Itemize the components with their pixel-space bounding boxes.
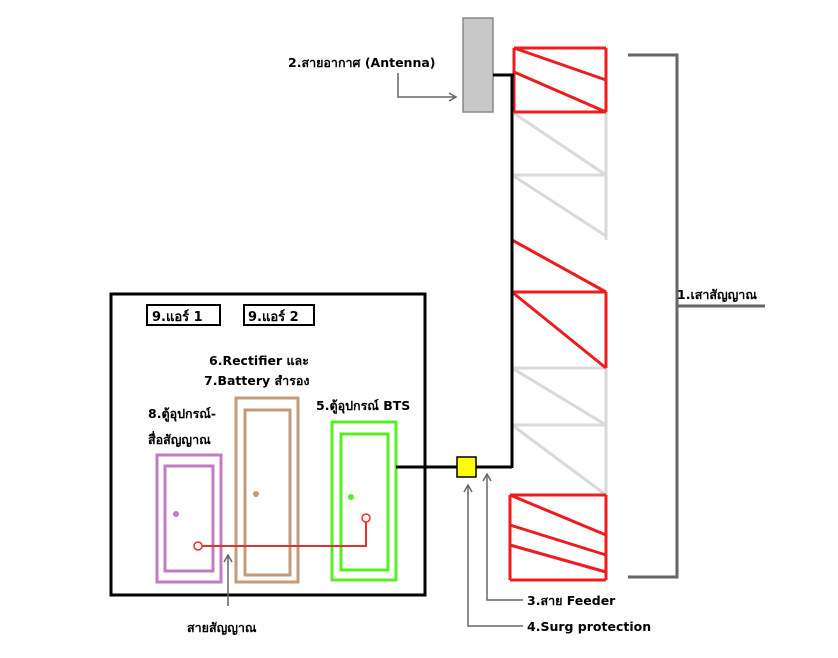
bts-label: 5.ตู้อุปกรณ์ BTS (316, 398, 410, 414)
surge-protector (456, 456, 477, 478)
bts-handle (348, 494, 354, 500)
aircon-1-label: 9.แอร์ 1 (152, 309, 203, 325)
bts-cabinet (330, 420, 398, 582)
rectifier-cabinet (234, 396, 300, 584)
transmission-cabinet (155, 453, 223, 584)
signal-cable-pointer (223, 553, 233, 606)
tower-label: 1.เสาสัญญาณ (677, 287, 757, 302)
signal-tower (508, 46, 608, 582)
transmission-label-line2: สื่อสัญญาณ (148, 431, 211, 447)
antenna (462, 17, 494, 113)
equipment-shelter (109, 292, 427, 597)
signal-cable-label: สายสัญญาณ (187, 620, 257, 635)
aircon-2-label: 9.แอร์ 2 (248, 309, 299, 325)
tower-red-bottom (508, 493, 608, 582)
tower-red-middle (511, 238, 608, 370)
transmission-handle (173, 511, 179, 517)
surge-pointer (463, 483, 523, 627)
antenna-label: 2.สายอากาศ (Antenna) (288, 55, 436, 70)
feeder-label: 3.สาย Feeder (527, 593, 616, 608)
surge-label: 4.Surg protection (527, 619, 651, 634)
transmission-label-line1: 8.ตู้อุปกรณ์- (148, 406, 216, 422)
rectifier-handle (253, 491, 259, 497)
tower-grey-sections (511, 110, 608, 497)
aircon-2-box (243, 304, 315, 326)
feeder-pointer (482, 472, 523, 601)
rectifier-label-line2: 7.Battery สำรอง (204, 373, 309, 388)
rectifier-label-line1: 6.Rectifier และ (209, 353, 309, 368)
aircon-1-box (146, 304, 221, 326)
signal-cable (193, 513, 371, 551)
tower-bracket (628, 53, 765, 579)
tower-red-top (512, 46, 608, 114)
antenna-pointer (397, 73, 458, 102)
